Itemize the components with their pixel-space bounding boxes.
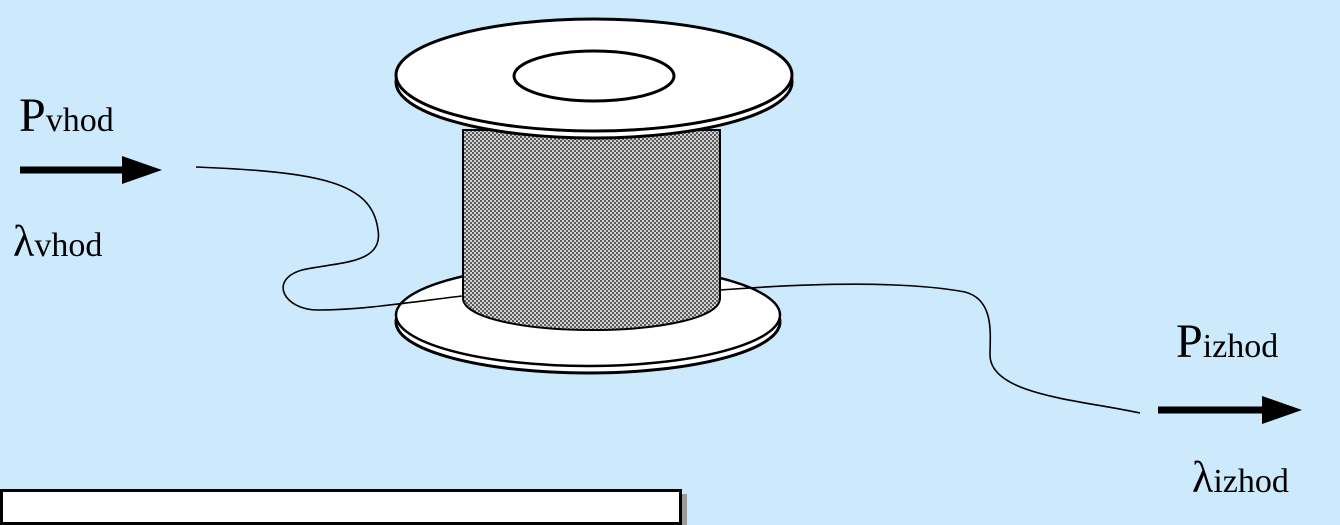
output-wavelength-label: λizhod — [1192, 456, 1289, 500]
top-flange — [396, 19, 792, 138]
output-power-label: Pizhod — [1176, 318, 1278, 366]
spool-core — [463, 130, 720, 330]
input-power-symbol: P — [19, 89, 46, 142]
output-power-symbol: P — [1176, 315, 1203, 368]
input-power-subscript: vhod — [46, 102, 114, 139]
fiber-spool-diagram — [0, 0, 1340, 507]
input-wavelength-symbol: λ — [13, 217, 34, 266]
arrow-right-icon — [20, 156, 162, 184]
input-wavelength-label: λvhod — [13, 220, 102, 264]
output-power-subscript: izhod — [1203, 328, 1279, 365]
input-power-label: Pvhod — [19, 92, 114, 140]
output-wavelength-symbol: λ — [1192, 453, 1213, 502]
input-wavelength-subscript: vhod — [34, 227, 102, 264]
output-fiber — [720, 284, 1140, 413]
output-wavelength-subscript: izhod — [1213, 463, 1289, 500]
arrow-right-icon — [1158, 396, 1302, 424]
text-box — [0, 489, 682, 525]
